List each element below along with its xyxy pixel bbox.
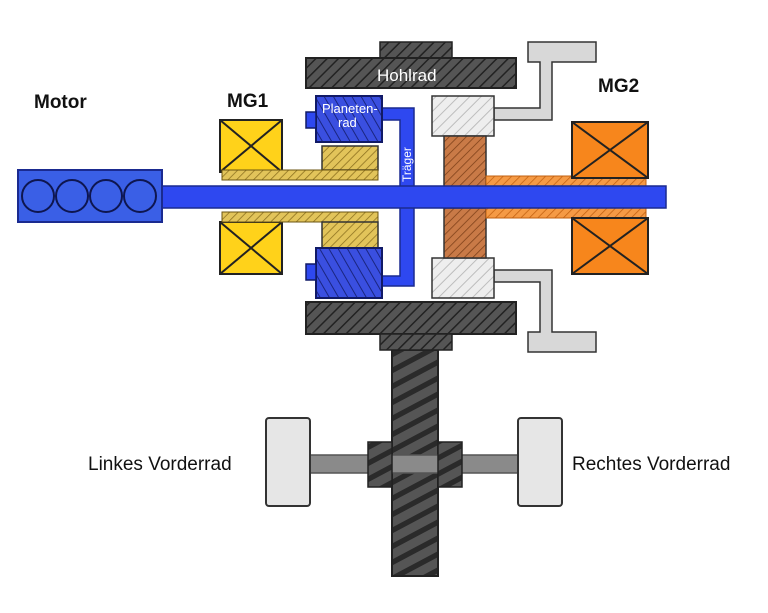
motor-label: Motor	[34, 92, 87, 113]
sun-gear-top	[321, 145, 379, 171]
front-axle	[309, 454, 521, 474]
planet-pin-bottom	[305, 263, 317, 281]
mg2-gear-bottom	[443, 207, 487, 259]
left-front-wheel-label: Linkes Vorderrad	[88, 454, 232, 475]
planetenrad-label-line1: Planeten-	[322, 101, 378, 116]
mg1-rotor-plate-top	[221, 169, 379, 181]
mg1-label: MG1	[227, 91, 269, 112]
right-front-wheel	[517, 417, 563, 507]
mg2-bracket-top	[493, 41, 597, 121]
mg2-stator-bottom	[571, 217, 649, 275]
hohlrad-label: Hohlrad	[377, 66, 437, 85]
ring-gear-bottom-teeth	[379, 333, 453, 351]
planetenrad-label-line2: rad	[338, 115, 357, 130]
mg2-stator-top	[571, 121, 649, 179]
ring-gear-bottom	[305, 301, 517, 335]
mg1-stator-top	[219, 119, 283, 173]
planet-gear-top	[315, 95, 383, 143]
right-front-wheel-label: Rechtes Vorderrad	[572, 454, 730, 475]
mg2-bearing-bottom	[431, 257, 495, 299]
mg2-label: MG2	[598, 76, 639, 97]
left-front-wheel	[265, 417, 311, 507]
planet-pin-top	[305, 111, 317, 129]
mg1-stator-bottom	[219, 221, 283, 275]
sun-gear-bottom	[321, 221, 379, 249]
ring-gear-top	[305, 57, 517, 89]
traeger-label: Träger	[400, 147, 414, 182]
engine-block	[17, 169, 163, 223]
differential-right-gear	[437, 441, 463, 488]
mg2-gear-top	[443, 135, 487, 189]
mg2-bracket-bottom	[493, 269, 597, 353]
differential-left-gear	[367, 441, 393, 488]
ring-gear-top-teeth	[379, 41, 453, 59]
mg1-rotor-plate-bottom	[221, 211, 379, 223]
mg2-bearing-top	[431, 95, 495, 137]
planet-gear-bottom	[315, 247, 383, 299]
main-shaft	[159, 185, 667, 209]
mg2-rotor-plate-bottom	[485, 207, 647, 219]
